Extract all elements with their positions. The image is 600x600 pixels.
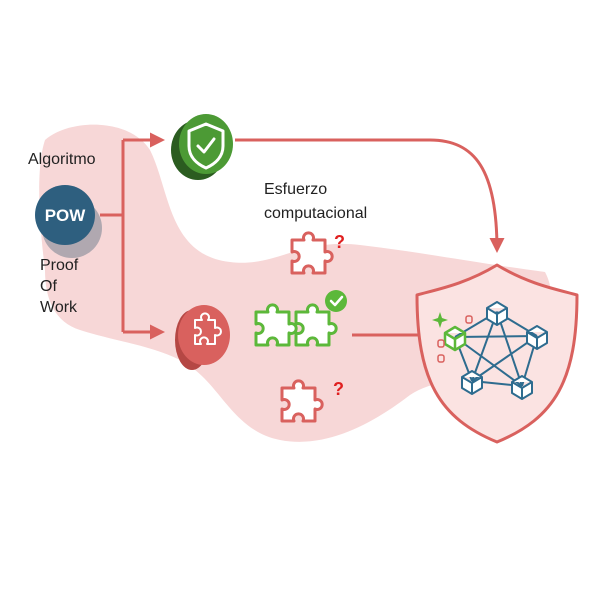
of-line: Of	[40, 278, 57, 295]
pow-label: POW	[45, 206, 87, 225]
effort-line-1: Esfuerzo	[264, 181, 328, 198]
proof-line: Proof	[40, 257, 79, 274]
puzzle-coin-icon	[175, 305, 230, 370]
database-icon	[437, 315, 473, 363]
work-line: Work	[40, 299, 78, 316]
puzzle-piece-icon	[280, 379, 324, 423]
effort-line-2: computacional	[264, 205, 368, 222]
pow-badge: POW	[35, 185, 102, 258]
computational-effort-label: Esfuerzo computacional	[264, 178, 367, 226]
connector-arrows	[100, 132, 505, 343]
algorithm-label: Algoritmo	[28, 151, 96, 168]
proof-of-work-label: Proof Of Work	[40, 255, 100, 318]
question-mark-icon: ?	[333, 379, 344, 399]
puzzle-piece-icon	[290, 231, 334, 275]
check-icon	[325, 290, 347, 312]
security-check-icon	[171, 114, 233, 180]
puzzle-piece-icon	[254, 303, 338, 347]
sparkle-icon	[432, 312, 448, 328]
network-shield-icon	[415, 263, 579, 444]
question-mark-icon: ?	[334, 232, 345, 252]
